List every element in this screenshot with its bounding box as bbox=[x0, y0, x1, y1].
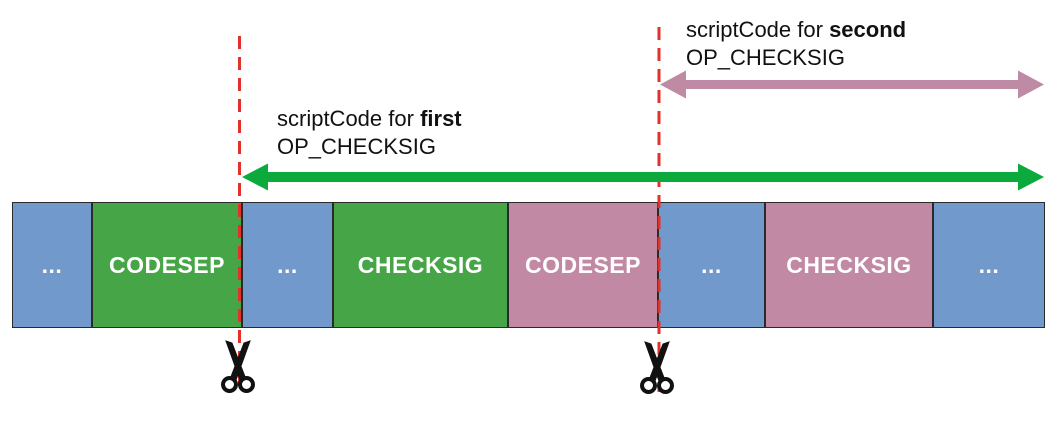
label-line: OP_CHECKSIG bbox=[686, 45, 845, 70]
arrow-shaft bbox=[680, 80, 1022, 89]
scissors-handle bbox=[221, 376, 238, 393]
script-block-label: ... bbox=[978, 251, 1000, 278]
script-block-ellipsis-2: ... bbox=[242, 202, 333, 328]
script-block-label: ... bbox=[41, 251, 63, 278]
scissors-blade bbox=[229, 340, 251, 381]
script-block-label: CODESEP bbox=[525, 251, 641, 278]
scissors-handle bbox=[657, 377, 674, 394]
scissors-icon bbox=[221, 340, 255, 393]
label-line: scriptCode for first bbox=[277, 105, 462, 133]
label-text-bold: first bbox=[420, 106, 462, 131]
scissors-handle bbox=[238, 376, 255, 393]
label-line: OP_CHECKSIG bbox=[277, 134, 436, 159]
label-text-bold: second bbox=[829, 17, 907, 42]
script-block-label: CHECKSIG bbox=[357, 251, 484, 278]
scriptcode-first-arrow bbox=[242, 163, 1044, 191]
script-block-ellipsis-3: ... bbox=[658, 202, 765, 328]
script-block-codesep-2: CODESEP bbox=[508, 202, 658, 328]
arrow-shaft bbox=[262, 172, 1022, 182]
script-block-checksig-2: CHECKSIG bbox=[765, 202, 933, 328]
script-block-checksig-1: CHECKSIG bbox=[333, 202, 508, 328]
scissors-blade bbox=[225, 340, 247, 381]
arrow-head-left bbox=[242, 163, 268, 191]
script-block-codesep-1: CODESEP bbox=[92, 202, 242, 328]
script-block-ellipsis-4: ... bbox=[933, 202, 1045, 328]
label-scriptcode-second: scriptCode for second OP_CHECKSIG bbox=[686, 16, 906, 72]
scriptcode-second-arrow bbox=[660, 70, 1044, 99]
label-text: scriptCode for bbox=[686, 17, 830, 42]
script-block-ellipsis-1: ... bbox=[12, 202, 92, 328]
script-block-label: ... bbox=[277, 251, 298, 278]
scissors-handle bbox=[640, 377, 657, 394]
arrow-head-left bbox=[660, 70, 686, 99]
label-text: scriptCode for bbox=[277, 106, 421, 131]
script-block-label: CHECKSIG bbox=[786, 251, 912, 278]
scissors-blade bbox=[648, 341, 670, 382]
scissors-icon bbox=[640, 341, 674, 394]
script-block-label: CODESEP bbox=[109, 251, 225, 278]
label-line: scriptCode for second bbox=[686, 16, 906, 44]
label-scriptcode-first: scriptCode for first OP_CHECKSIG bbox=[277, 105, 462, 161]
arrow-head-right bbox=[1018, 163, 1044, 191]
script-block-label: ... bbox=[701, 251, 722, 278]
scissors-blade bbox=[644, 341, 666, 382]
arrow-head-right bbox=[1018, 70, 1044, 99]
